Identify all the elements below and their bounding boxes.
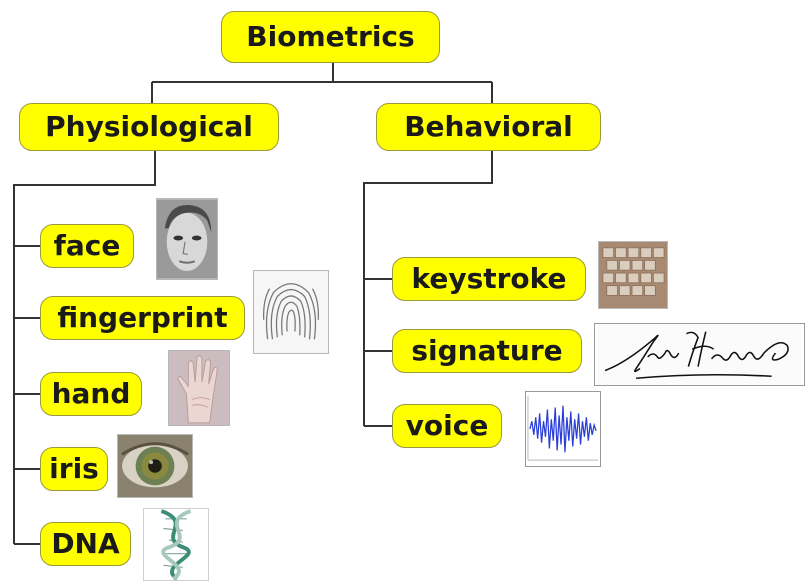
signature-icon [594, 323, 805, 386]
leaf-node-signature: signature [392, 329, 582, 373]
leaf-node-label: hand [51, 377, 131, 410]
branch-node-label: Physiological [45, 110, 253, 143]
leaf-node-iris: iris [40, 447, 108, 491]
leaf-node-label: voice [405, 409, 489, 442]
fingerprint-icon [253, 270, 329, 354]
leaf-node-dna: DNA [40, 522, 131, 566]
leaf-node-label: fingerprint [57, 301, 228, 334]
keyboard-photo-icon [598, 241, 668, 309]
leaf-node-label: iris [49, 452, 99, 485]
voice-waveform-icon [525, 391, 601, 467]
root-node-label: Biometrics [246, 20, 415, 53]
root-node-biometrics: Biometrics [221, 11, 440, 63]
leaf-node-fingerprint: fingerprint [40, 296, 245, 340]
dna-helix-icon [143, 508, 209, 581]
leaf-node-face: face [40, 224, 134, 268]
leaf-node-label: DNA [51, 527, 120, 560]
branch-node-physiological: Physiological [19, 103, 279, 151]
leaf-node-hand: hand [40, 372, 142, 416]
leaf-node-voice: voice [392, 404, 502, 448]
leaf-node-label: face [53, 229, 121, 262]
leaf-node-keystroke: keystroke [392, 257, 586, 301]
branch-node-label: Behavioral [404, 110, 573, 143]
leaf-node-label: signature [411, 334, 563, 367]
leaf-node-label: keystroke [411, 262, 567, 295]
face-photo-icon [156, 198, 218, 280]
branch-node-behavioral: Behavioral [376, 103, 601, 151]
hand-photo-icon [168, 350, 230, 426]
iris-photo-icon [117, 434, 193, 498]
